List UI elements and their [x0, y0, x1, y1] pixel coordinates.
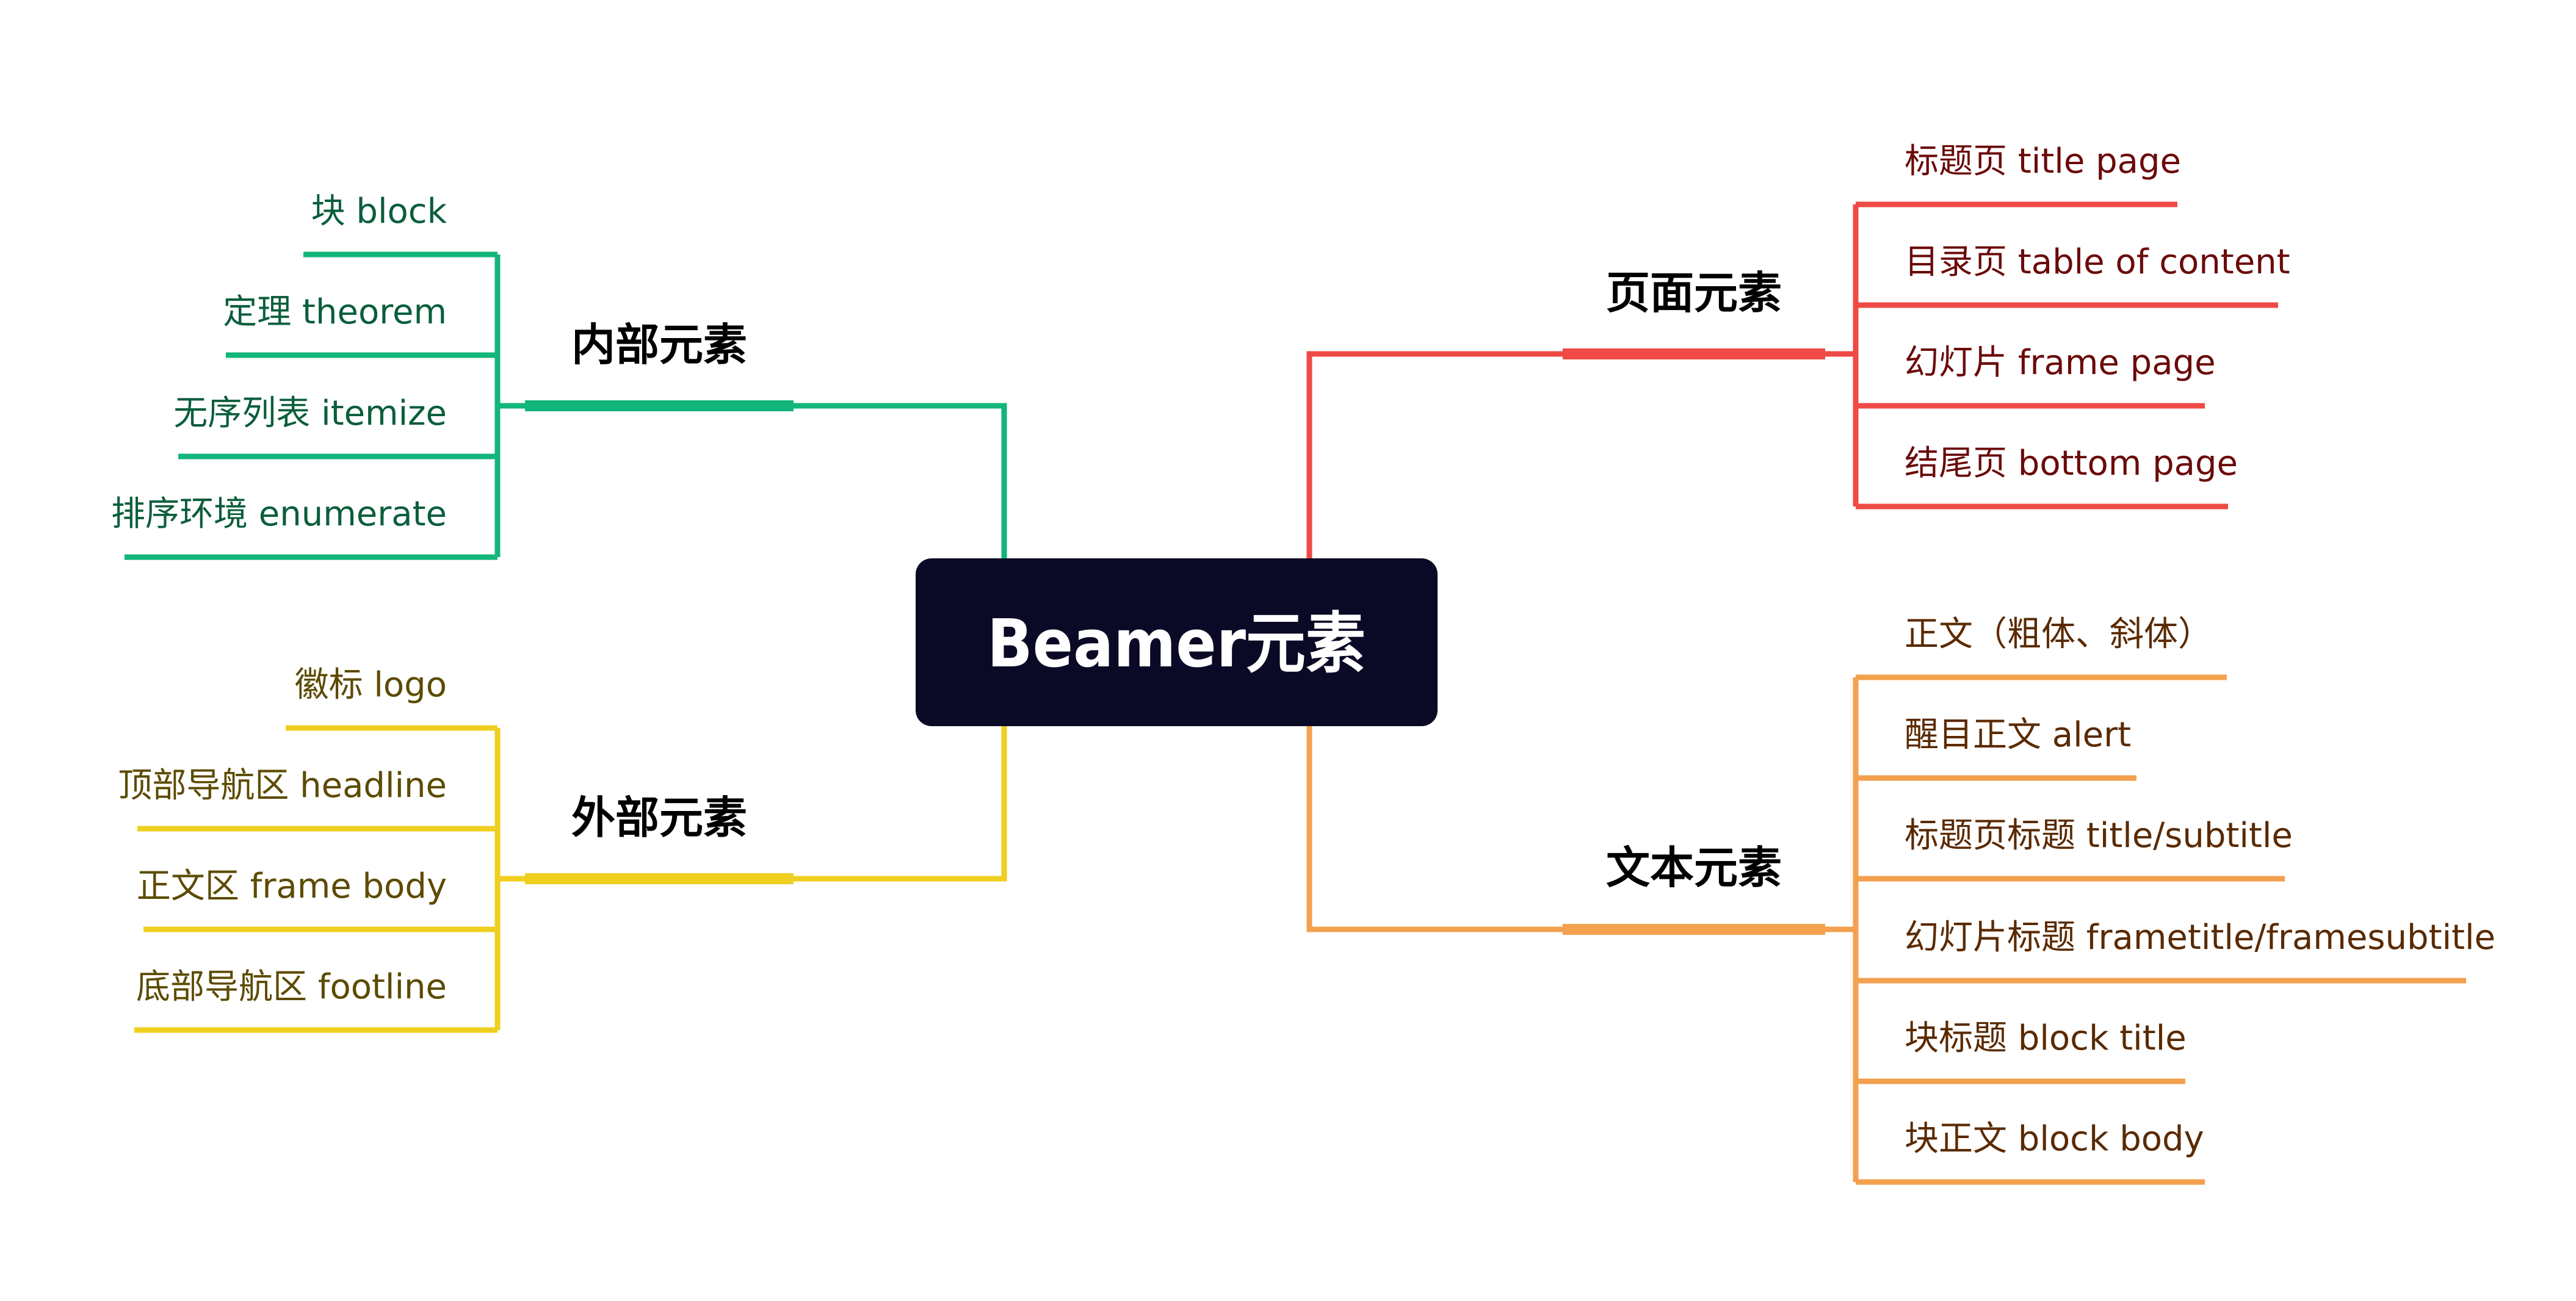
branch-label-outer[interactable]: 外部元素: [571, 792, 747, 843]
inner-item-1[interactable]: 块 block: [311, 192, 447, 231]
root-label: Beamer元素: [987, 606, 1366, 682]
branch-label-text[interactable]: 文本元素: [1606, 842, 1782, 893]
text-item-1[interactable]: 正文（粗体、斜体）: [1905, 614, 2212, 654]
inner-item-4[interactable]: 排序环境 enumerate: [111, 494, 447, 534]
page-item-2[interactable]: 目录页 table of content: [1905, 242, 2290, 282]
connector-root-inner: [794, 403, 1007, 558]
branch-label-inner[interactable]: 内部元素: [571, 319, 747, 370]
root-node[interactable]: Beamer元素: [916, 558, 1438, 726]
outer-item-3[interactable]: 正文区 frame body: [137, 867, 447, 906]
connector-root-outer: [794, 726, 1007, 882]
outer-item-1[interactable]: 徽标 logo: [295, 665, 447, 705]
text-item-4[interactable]: 幻灯片标题 frametitle/framesubtitle: [1905, 918, 2495, 957]
page-item-4[interactable]: 结尾页 bottom page: [1905, 444, 2238, 483]
text-item-3[interactable]: 标题页标题 title/subtitle: [1905, 816, 2293, 856]
branch-label-page[interactable]: 页面元素: [1606, 267, 1782, 319]
inner-item-2[interactable]: 定理 theorem: [223, 292, 447, 332]
page-item-1[interactable]: 标题页 title page: [1905, 142, 2181, 181]
inner-item-3[interactable]: 无序列表 itemize: [173, 394, 447, 433]
connector-root-text: [1306, 726, 1563, 932]
outer-item-2[interactable]: 顶部导航区 headline: [118, 766, 447, 805]
outer-item-4[interactable]: 底部导航区 footline: [136, 967, 447, 1007]
page-item-3[interactable]: 幻灯片 frame page: [1905, 343, 2216, 383]
connectors: [125, 201, 2466, 1185]
connector-root-page: [1306, 351, 1563, 558]
text-item-5[interactable]: 块标题 block title: [1905, 1018, 2187, 1058]
root-node-box: [916, 558, 1438, 726]
text-item-6[interactable]: 块正文 block body: [1905, 1119, 2204, 1159]
text-item-2[interactable]: 醒目正文 alert: [1905, 715, 2131, 755]
